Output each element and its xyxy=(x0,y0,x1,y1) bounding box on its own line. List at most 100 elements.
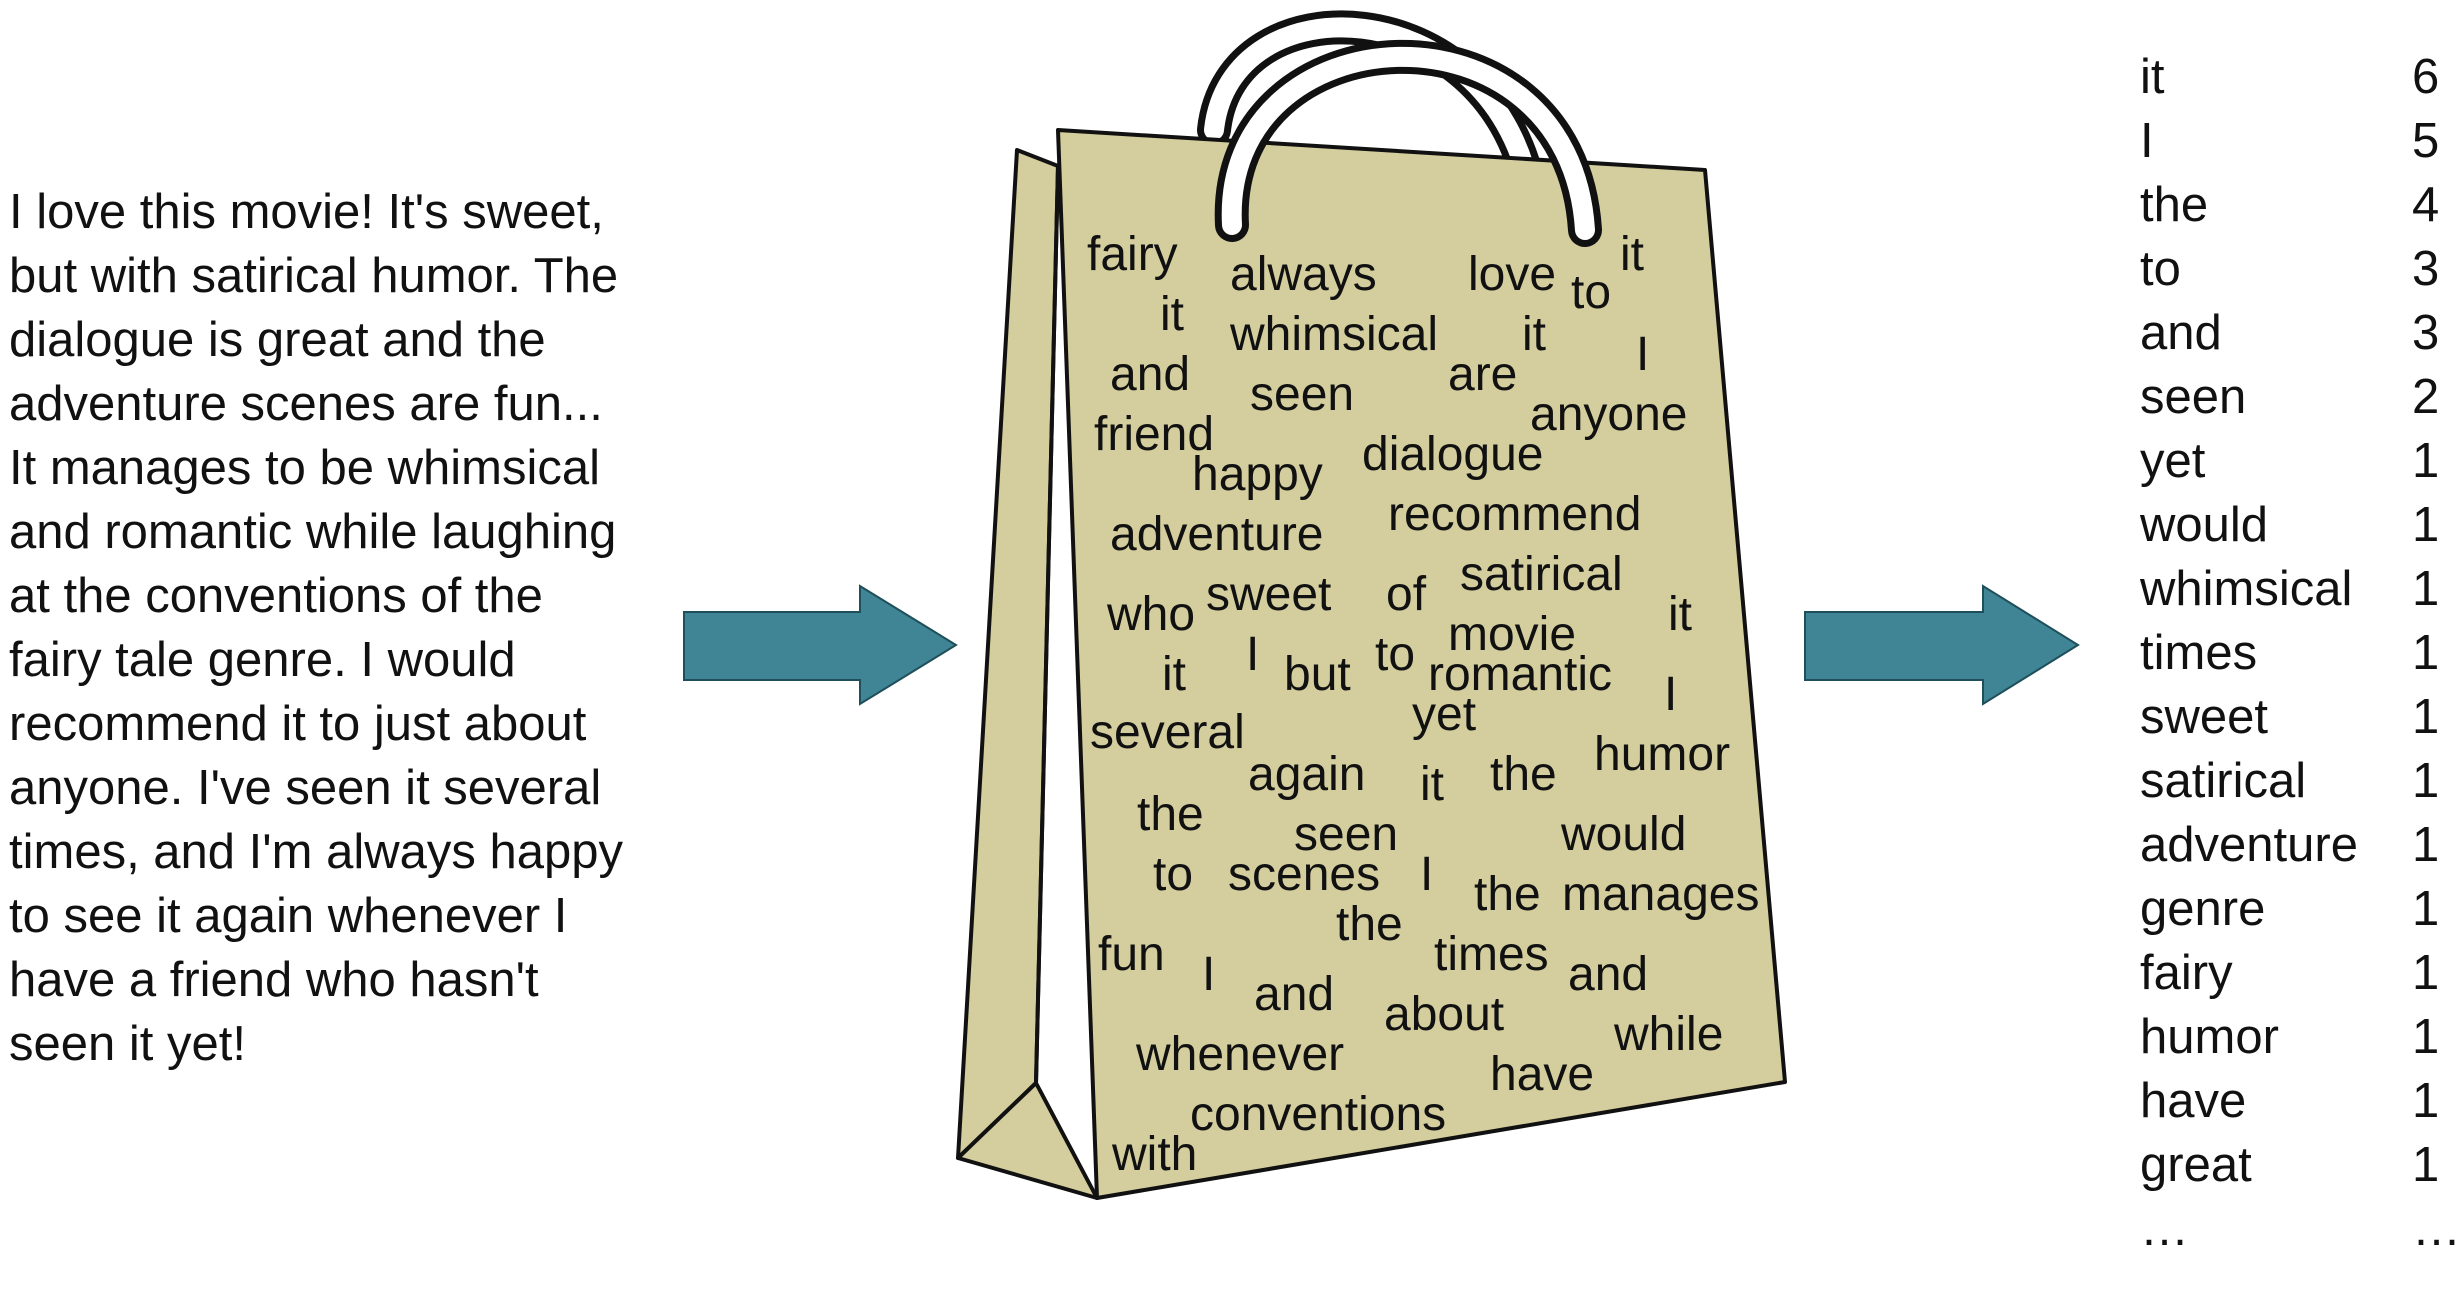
bag-word: fairy xyxy=(1087,228,1178,281)
count-value: 2 xyxy=(2412,370,2439,424)
count-value: 1 xyxy=(2412,562,2439,616)
bag-word: it xyxy=(1522,308,1546,361)
count-word: adventure xyxy=(2140,818,2358,872)
count-word: seen xyxy=(2140,370,2246,424)
count-value: 1 xyxy=(2412,882,2439,936)
bag-word: about xyxy=(1384,988,1504,1041)
count-word: I xyxy=(2140,114,2154,168)
bag-word: humor xyxy=(1594,728,1730,781)
bag-word: have xyxy=(1490,1048,1594,1101)
count-word: the xyxy=(2140,178,2208,232)
count-value: 1 xyxy=(2412,498,2439,552)
count-value: 1 xyxy=(2412,818,2439,872)
review-line: anyone. I've seen it several xyxy=(9,761,602,815)
count-word: great xyxy=(2140,1138,2252,1192)
count-word: yet xyxy=(2140,434,2206,488)
count-word: whimsical xyxy=(2139,562,2352,616)
review-line: fairy tale genre. I would xyxy=(9,633,516,687)
count-value: 1 xyxy=(2412,1138,2439,1192)
bag-word: recommend xyxy=(1388,488,1641,541)
review-line: to see it again whenever I xyxy=(9,889,568,943)
bag-word: it xyxy=(1160,288,1184,341)
review-line: times, and I'm always happy xyxy=(9,825,623,879)
review-line: I love this movie! It's sweet, xyxy=(9,185,604,239)
count-value: 1 xyxy=(2412,690,2439,744)
count-value: 3 xyxy=(2412,242,2439,296)
bag-word: manages xyxy=(1562,868,1759,921)
bag-word: and xyxy=(1568,948,1648,1001)
right-arrow-icon xyxy=(1804,584,2080,706)
bag-word: movie xyxy=(1448,608,1576,661)
bag-word: to xyxy=(1571,266,1611,319)
bag-word: again xyxy=(1248,748,1365,801)
review-line: but with satirical humor. The xyxy=(9,249,619,303)
bag-word: the xyxy=(1336,898,1403,951)
count-word: would xyxy=(2139,498,2268,552)
review-line: adventure scenes are fun... xyxy=(9,377,603,431)
bag-word: are xyxy=(1448,348,1517,401)
bag-word: love xyxy=(1468,248,1556,301)
bag-word: whenever xyxy=(1135,1028,1344,1081)
bag-word: anyone xyxy=(1530,388,1687,441)
bag-word: and xyxy=(1110,348,1190,401)
bag-word: friend xyxy=(1094,408,1214,461)
count-value: 1 xyxy=(2412,946,2439,1000)
bag-word: it xyxy=(1162,648,1186,701)
bag-word: I xyxy=(1202,948,1215,1001)
review-line: recommend it to just about xyxy=(9,697,587,751)
count-value: 3 xyxy=(2412,306,2439,360)
bag-word: the xyxy=(1490,748,1557,801)
review-text: I love this movie! It's sweet, but with s… xyxy=(9,180,689,1076)
bag-word: and xyxy=(1254,968,1334,1021)
count-word: it xyxy=(2140,50,2165,104)
bag-word: I xyxy=(1246,628,1259,681)
bag-word: whimsical xyxy=(1229,308,1438,361)
count-word: and xyxy=(2140,306,2222,360)
count-value: 1 xyxy=(2412,1074,2439,1128)
bag-word: always xyxy=(1230,248,1377,301)
bag-word: happy xyxy=(1192,448,1323,501)
review-line: and romantic while laughing xyxy=(9,505,617,559)
bag-word: romantic xyxy=(1428,648,1612,701)
count-word: fairy xyxy=(2140,946,2233,1000)
bag-word: I xyxy=(1636,328,1649,381)
review-line: at the conventions of the xyxy=(9,569,543,623)
review-line: dialogue is great and the xyxy=(9,313,546,367)
bag-word: conventions xyxy=(1190,1088,1446,1141)
bag-word: to xyxy=(1375,628,1415,681)
count-value: 1 xyxy=(2412,1010,2439,1064)
bag-word: but xyxy=(1284,648,1351,701)
count-value: 6 xyxy=(2412,50,2439,104)
review-line: have a friend who hasn't xyxy=(9,953,539,1007)
bag-word: fun xyxy=(1098,928,1165,981)
count-value: 1 xyxy=(2412,626,2439,680)
bag-word: it xyxy=(1420,758,1444,811)
count-word: … xyxy=(2140,1202,2189,1256)
bag-word: times xyxy=(1434,928,1549,981)
bag-word: I xyxy=(1420,848,1433,901)
bag-word: the xyxy=(1474,868,1541,921)
bag-word: it xyxy=(1668,588,1692,641)
bag-word: sweet xyxy=(1206,568,1331,621)
review-line: It manages to be whimsical xyxy=(9,441,600,495)
bag-word: the xyxy=(1137,788,1204,841)
count-word: satirical xyxy=(2140,754,2306,808)
count-word: genre xyxy=(2140,882,2265,936)
bag-word: yet xyxy=(1412,688,1476,741)
bag-word: adventure xyxy=(1110,508,1324,561)
count-value: 5 xyxy=(2412,114,2439,168)
bag-word: several xyxy=(1090,706,1245,759)
bag-word: with xyxy=(1111,1128,1197,1181)
count-value: 4 xyxy=(2412,178,2439,232)
bag-word: of xyxy=(1386,568,1427,621)
bag-word: I xyxy=(1664,668,1677,721)
shopping-bag-icon xyxy=(956,10,1787,1200)
count-word: sweet xyxy=(2140,690,2268,744)
bag-word: seen xyxy=(1294,808,1398,861)
count-value: 1 xyxy=(2412,434,2439,488)
bag-word: scenes xyxy=(1228,848,1380,901)
right-arrow-icon xyxy=(683,584,958,706)
count-word: humor xyxy=(2140,1010,2279,1064)
